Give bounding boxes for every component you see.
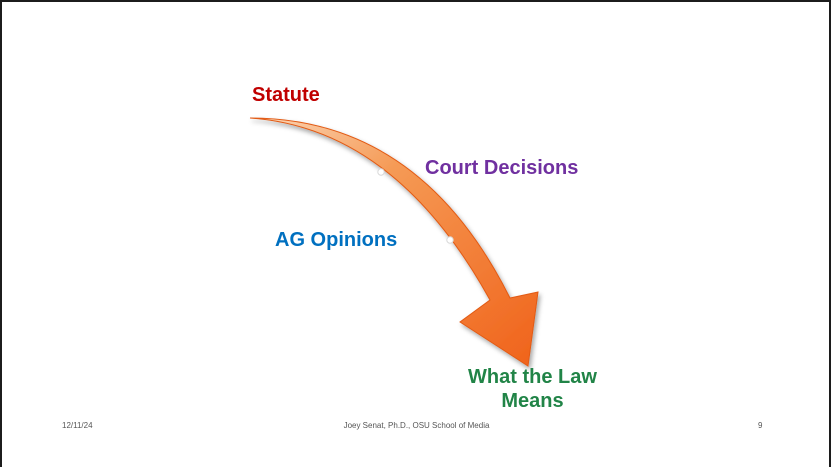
ag-opinions-label: AG Opinions [275, 229, 398, 251]
connector-dot-1 [377, 168, 385, 176]
statute-label: Statute [252, 84, 320, 106]
footer-page-number: 9 [758, 421, 763, 430]
footer-presenter: Joey Senat, Ph.D., OSU School of Media [343, 421, 490, 430]
connector-dot-2 [446, 236, 454, 244]
footer-date: 12/11/24 [62, 421, 93, 430]
court-decisions-label: Court Decisions [425, 157, 579, 179]
result-label: What the Law Means [468, 366, 597, 412]
arrow-body [249, 117, 539, 367]
